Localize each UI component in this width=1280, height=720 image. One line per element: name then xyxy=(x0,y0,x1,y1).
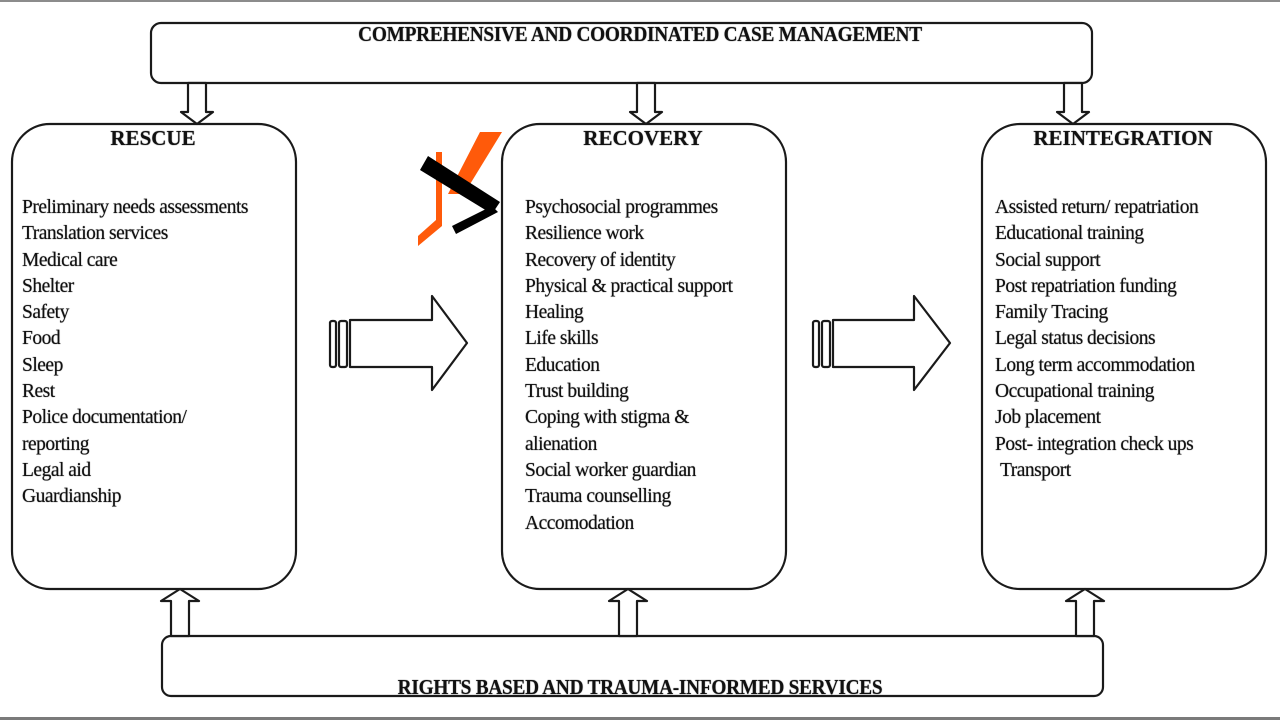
rescue-box xyxy=(10,122,298,591)
list-item: Accomodation xyxy=(525,512,634,534)
list-item: Social worker guardian xyxy=(525,459,696,481)
list-item: Recovery of identity xyxy=(525,249,676,271)
reintegration-items: Assisted return/ repatriation Educationa… xyxy=(995,195,1199,484)
list-item: Medical care xyxy=(22,249,118,271)
rescue-items: Preliminary needs assessments Translatio… xyxy=(22,195,248,511)
overlay-logo-icon xyxy=(418,132,502,246)
rescue-title: RESCUE xyxy=(110,126,196,150)
reintegration-title: REINTEGRATION xyxy=(1033,126,1213,150)
list-item: Educational training xyxy=(995,223,1144,245)
list-item: Food xyxy=(22,328,61,350)
bottom-bar-title: RIGHTS BASED AND TRAUMA-INFORMED SERVICE… xyxy=(397,675,883,699)
list-item: Police documentation/ xyxy=(22,407,187,429)
list-item: Healing xyxy=(525,302,584,324)
list-item: Family Tracing xyxy=(995,302,1108,324)
right-arrow-recovery-to-reintegration xyxy=(811,294,952,392)
recovery-title: RECOVERY xyxy=(583,126,703,150)
list-item: Translation services xyxy=(22,223,168,245)
list-item: Assisted return/ repatriation xyxy=(995,197,1199,218)
list-item: Physical & practical support xyxy=(525,275,733,297)
right-arrow-rescue-to-recovery xyxy=(328,294,469,392)
list-item: Coping with stigma & xyxy=(525,407,689,429)
recovery-box xyxy=(500,122,788,591)
top-border-line xyxy=(0,0,1280,2)
top-bar-box xyxy=(149,21,1094,85)
reintegration-box xyxy=(980,122,1268,591)
list-item: Legal aid xyxy=(22,459,91,481)
list-item: Post- integration check ups xyxy=(995,433,1194,455)
list-item: Sleep xyxy=(22,354,63,376)
top-bar-title: COMPREHENSIVE AND COORDINATED CASE MANAG… xyxy=(358,22,922,46)
down-arrow-reintegration xyxy=(1055,81,1091,126)
list-item: Psychosocial programmes xyxy=(525,197,718,218)
recovery-items: Psychosocial programmes Resilience work … xyxy=(525,195,733,537)
list-item: Life skills xyxy=(525,328,599,350)
list-item: Trauma counselling xyxy=(525,486,671,508)
list-item: Guardianship xyxy=(22,486,122,508)
list-item: Rest xyxy=(22,381,55,403)
list-item: Post repatriation funding xyxy=(995,275,1177,297)
list-item: Trust building xyxy=(525,381,629,403)
up-arrow-rescue xyxy=(159,587,201,638)
list-item: Resilience work xyxy=(525,223,644,245)
list-item: Education xyxy=(525,354,600,376)
bottom-border-line xyxy=(0,717,1280,720)
down-arrow-recovery xyxy=(628,81,664,126)
list-item: Preliminary needs assessments xyxy=(22,197,248,218)
list-item: alienation xyxy=(525,433,597,455)
down-arrow-rescue xyxy=(179,81,215,126)
list-item: Long term accommodation xyxy=(995,354,1195,376)
list-item: Job placement xyxy=(995,407,1101,429)
list-item: reporting xyxy=(22,433,89,455)
list-item: Legal status decisions xyxy=(995,328,1156,350)
list-item: Transport xyxy=(1000,459,1071,481)
list-item: Occupational training xyxy=(995,381,1154,403)
list-item: Safety xyxy=(22,302,69,324)
list-item: Shelter xyxy=(22,275,74,297)
up-arrow-recovery xyxy=(607,587,649,638)
list-item: Social support xyxy=(995,249,1101,271)
up-arrow-reintegration xyxy=(1064,587,1106,638)
